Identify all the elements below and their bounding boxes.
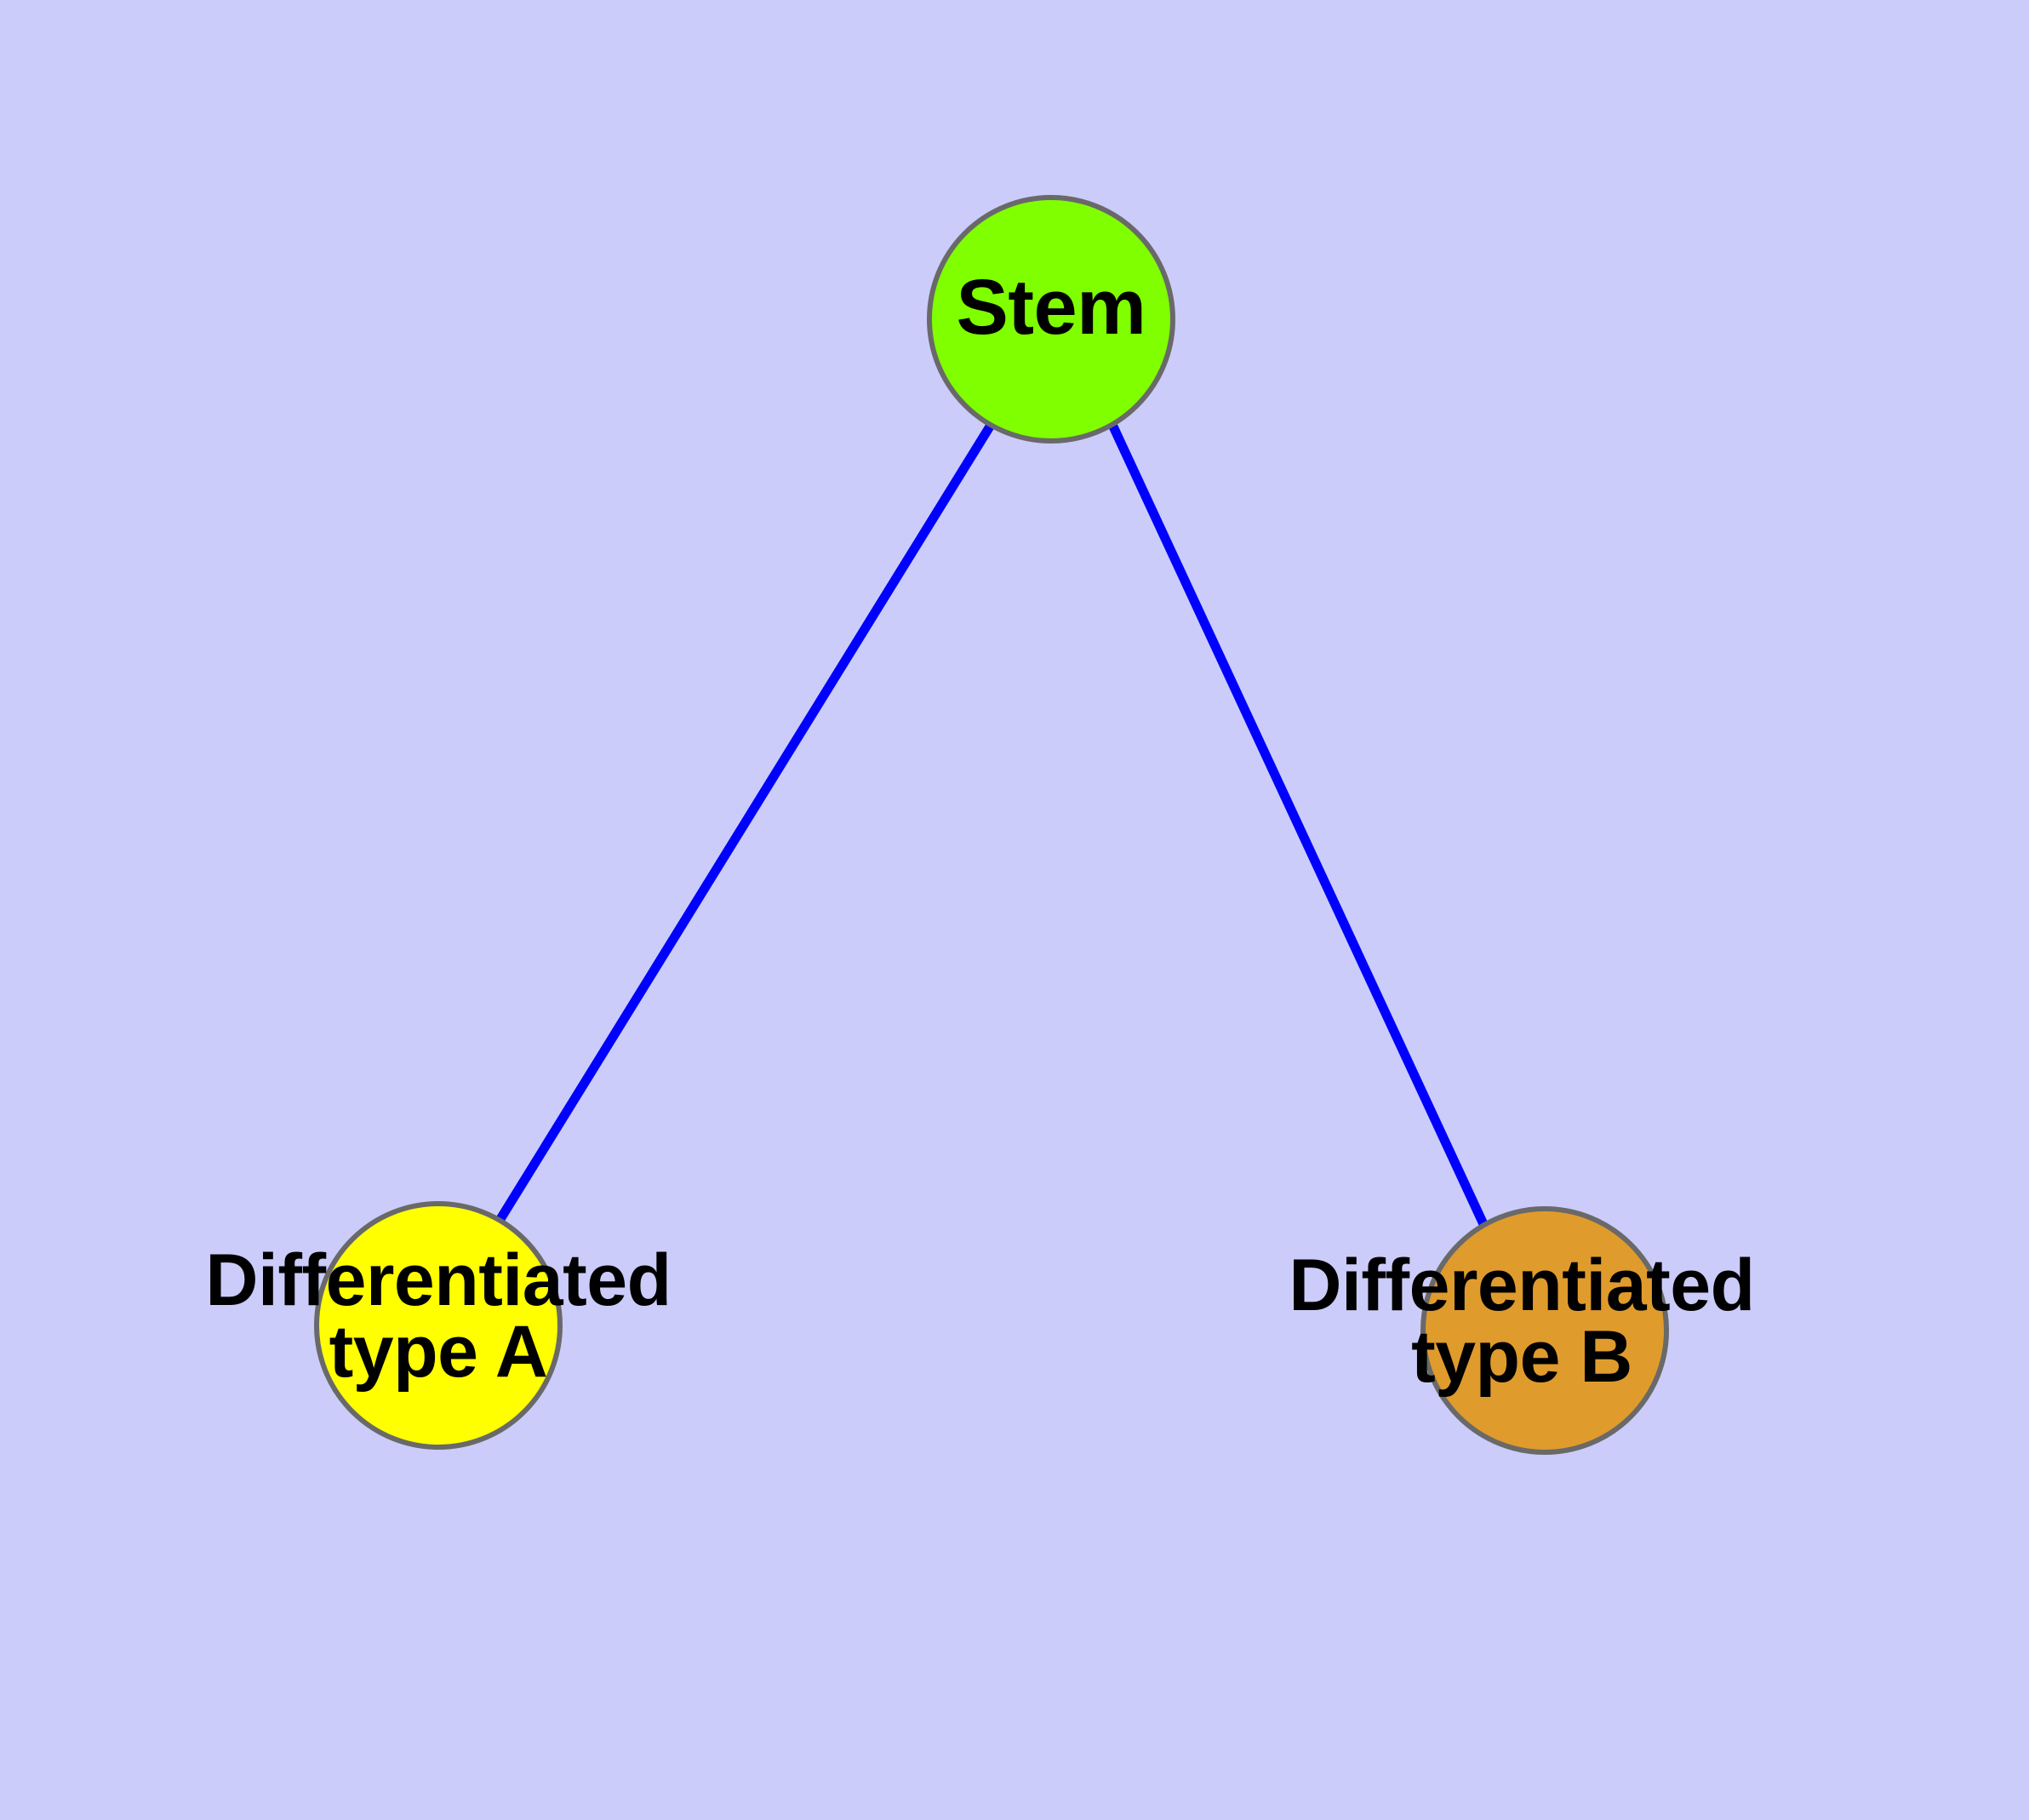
node-differentiated-type-b[interactable] [1420, 1206, 1669, 1455]
node-differentiated-type-a[interactable] [314, 1201, 563, 1450]
node-stem[interactable] [927, 195, 1175, 444]
edge-stem-to-differentiated-type-a [496, 424, 994, 1222]
edge-stem-to-differentiated-type-b [1109, 424, 1488, 1227]
